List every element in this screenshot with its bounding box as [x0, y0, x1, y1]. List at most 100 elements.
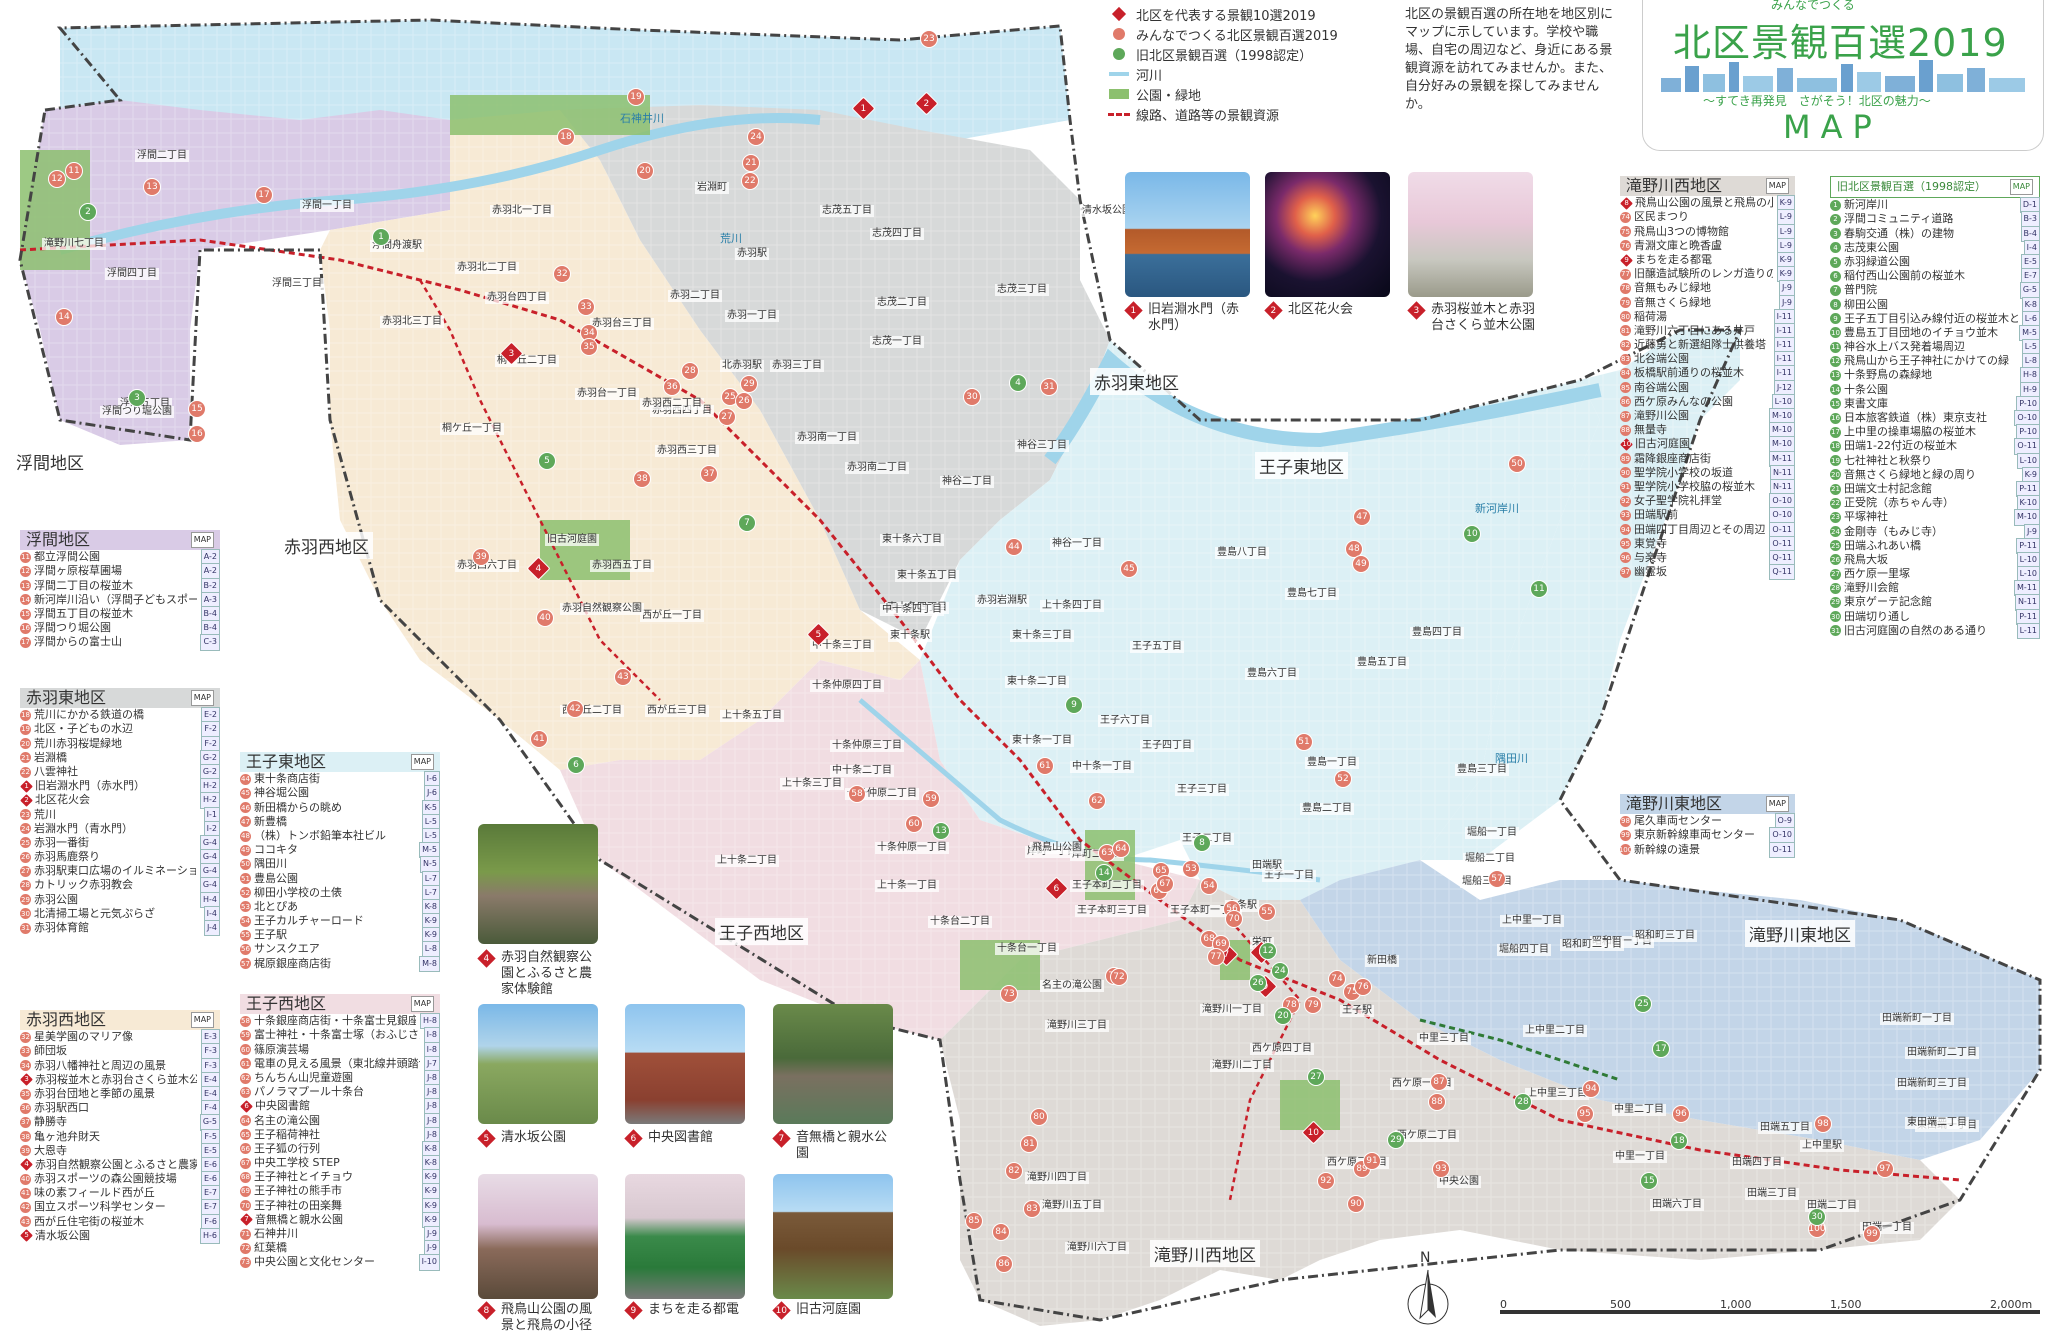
new-100-marker[interactable]: 49: [1352, 555, 1370, 573]
new-100-marker[interactable]: 45: [1120, 560, 1138, 578]
new-100-marker[interactable]: 83: [1023, 1200, 1041, 1218]
new-100-marker[interactable]: 62: [1088, 792, 1106, 810]
new-100-marker[interactable]: 18: [557, 128, 575, 146]
new-100-marker[interactable]: 57: [1488, 870, 1506, 888]
new-100-marker[interactable]: 27: [718, 408, 736, 426]
new-100-marker[interactable]: 39: [472, 548, 490, 566]
new-100-marker[interactable]: 40: [536, 609, 554, 627]
new-100-marker[interactable]: 37: [700, 465, 718, 483]
new-100-marker[interactable]: 81: [1020, 1135, 1038, 1153]
new-100-marker[interactable]: 15: [188, 400, 206, 418]
new-100-marker[interactable]: 19: [627, 88, 645, 106]
old-100-marker[interactable]: 26: [1249, 974, 1267, 992]
new-100-marker[interactable]: 53: [1182, 860, 1200, 878]
old-100-marker[interactable]: 18: [1670, 1132, 1688, 1150]
new-100-marker[interactable]: 99: [1863, 1225, 1881, 1243]
new-100-marker[interactable]: 95: [1576, 1105, 1594, 1123]
new-100-marker[interactable]: 14: [55, 308, 73, 326]
new-100-marker[interactable]: 50: [1508, 455, 1526, 473]
old-100-marker[interactable]: 7: [738, 514, 756, 532]
old-100-marker[interactable]: 28: [1514, 1093, 1532, 1111]
old-100-marker[interactable]: 14: [1095, 864, 1113, 882]
new-100-marker[interactable]: 97: [1876, 1160, 1894, 1178]
new-100-marker[interactable]: 31: [1040, 378, 1058, 396]
new-100-marker[interactable]: 64: [1112, 840, 1130, 858]
new-100-marker[interactable]: 55: [1258, 903, 1276, 921]
new-100-marker[interactable]: 52: [1334, 770, 1352, 788]
old-100-marker[interactable]: 6: [567, 756, 585, 774]
new-100-marker[interactable]: 41: [530, 730, 548, 748]
new-100-marker[interactable]: 13: [143, 178, 161, 196]
new-100-marker[interactable]: 35: [580, 338, 598, 356]
old-100-marker[interactable]: 12: [1259, 942, 1277, 960]
new-100-marker[interactable]: 92: [1317, 1172, 1335, 1190]
new-100-marker[interactable]: 51: [1295, 733, 1313, 751]
new-100-marker[interactable]: 21: [742, 154, 760, 172]
new-100-marker[interactable]: 73: [1000, 985, 1018, 1003]
new-100-marker[interactable]: 60: [905, 815, 923, 833]
new-100-marker[interactable]: 28: [681, 362, 699, 380]
new-100-marker[interactable]: 12: [48, 170, 66, 188]
new-100-marker[interactable]: 42: [566, 700, 584, 718]
new-100-marker[interactable]: 88: [1428, 1093, 1446, 1111]
old-100-marker[interactable]: 20: [1274, 1007, 1292, 1025]
old-100-marker[interactable]: 5: [538, 452, 556, 470]
old-100-marker[interactable]: 17: [1652, 1040, 1670, 1058]
new-100-marker[interactable]: 26: [735, 392, 753, 410]
new-100-marker[interactable]: 32: [553, 265, 571, 283]
old-100-marker[interactable]: 24: [1271, 962, 1289, 980]
old-100-marker[interactable]: 9: [1065, 696, 1083, 714]
new-100-marker[interactable]: 47: [1353, 508, 1371, 526]
new-100-marker[interactable]: 72: [1110, 968, 1128, 986]
new-100-marker[interactable]: 11: [65, 162, 83, 180]
new-100-marker[interactable]: 79: [1304, 996, 1322, 1014]
new-100-marker[interactable]: 87: [1430, 1073, 1448, 1091]
new-100-marker[interactable]: 74: [1328, 970, 1346, 988]
old-100-marker[interactable]: 29: [1387, 1131, 1405, 1149]
new-100-marker[interactable]: 24: [747, 128, 765, 146]
old-100-marker[interactable]: 3: [128, 389, 146, 407]
new-100-marker[interactable]: 85: [965, 1212, 983, 1230]
old-100-marker[interactable]: 10: [1463, 525, 1481, 543]
old-100-marker[interactable]: 15: [1640, 1172, 1658, 1190]
new-100-marker[interactable]: 80: [1030, 1108, 1048, 1126]
new-100-marker[interactable]: 93: [1432, 1160, 1450, 1178]
new-100-marker[interactable]: 67: [1156, 875, 1174, 893]
old-100-marker[interactable]: 25: [1634, 995, 1652, 1013]
new-100-marker[interactable]: 59: [922, 790, 940, 808]
new-100-marker[interactable]: 70: [1225, 910, 1243, 928]
new-100-marker[interactable]: 77: [1207, 948, 1225, 966]
new-100-marker[interactable]: 86: [995, 1255, 1013, 1273]
new-100-marker[interactable]: 30: [963, 388, 981, 406]
old-100-marker[interactable]: 8: [1193, 834, 1211, 852]
new-100-marker[interactable]: 20: [636, 162, 654, 180]
new-100-marker[interactable]: 76: [1354, 978, 1372, 996]
new-100-marker[interactable]: 16: [188, 425, 206, 443]
old-100-marker[interactable]: 2: [79, 203, 97, 221]
old-100-marker[interactable]: 4: [1009, 374, 1027, 392]
new-100-marker[interactable]: 90: [1347, 1195, 1365, 1213]
new-100-marker[interactable]: 54: [1200, 877, 1218, 895]
new-100-marker[interactable]: 58: [848, 785, 866, 803]
old-100-marker[interactable]: 11: [1530, 580, 1548, 598]
new-100-marker[interactable]: 34: [580, 324, 598, 342]
old-100-marker[interactable]: 27: [1307, 1068, 1325, 1086]
old-100-marker[interactable]: 1: [372, 228, 390, 246]
old-100-marker[interactable]: 30: [1808, 1208, 1826, 1226]
old-100-marker[interactable]: 13: [932, 822, 950, 840]
new-100-marker[interactable]: 44: [1005, 538, 1023, 556]
new-100-marker[interactable]: 94: [1582, 1080, 1600, 1098]
new-100-marker[interactable]: 29: [740, 375, 758, 393]
new-100-marker[interactable]: 17: [255, 186, 273, 204]
new-100-marker[interactable]: 61: [1036, 757, 1054, 775]
new-100-marker[interactable]: 36: [663, 378, 681, 396]
new-100-marker[interactable]: 82: [1005, 1162, 1023, 1180]
new-100-marker[interactable]: 84: [992, 1223, 1010, 1241]
new-100-marker[interactable]: 91: [1363, 1152, 1381, 1170]
new-100-marker[interactable]: 22: [741, 172, 759, 190]
new-100-marker[interactable]: 96: [1672, 1105, 1690, 1123]
new-100-marker[interactable]: 23: [920, 30, 938, 48]
new-100-marker[interactable]: 38: [633, 470, 651, 488]
new-100-marker[interactable]: 33: [577, 298, 595, 316]
new-100-marker[interactable]: 98: [1814, 1115, 1832, 1133]
